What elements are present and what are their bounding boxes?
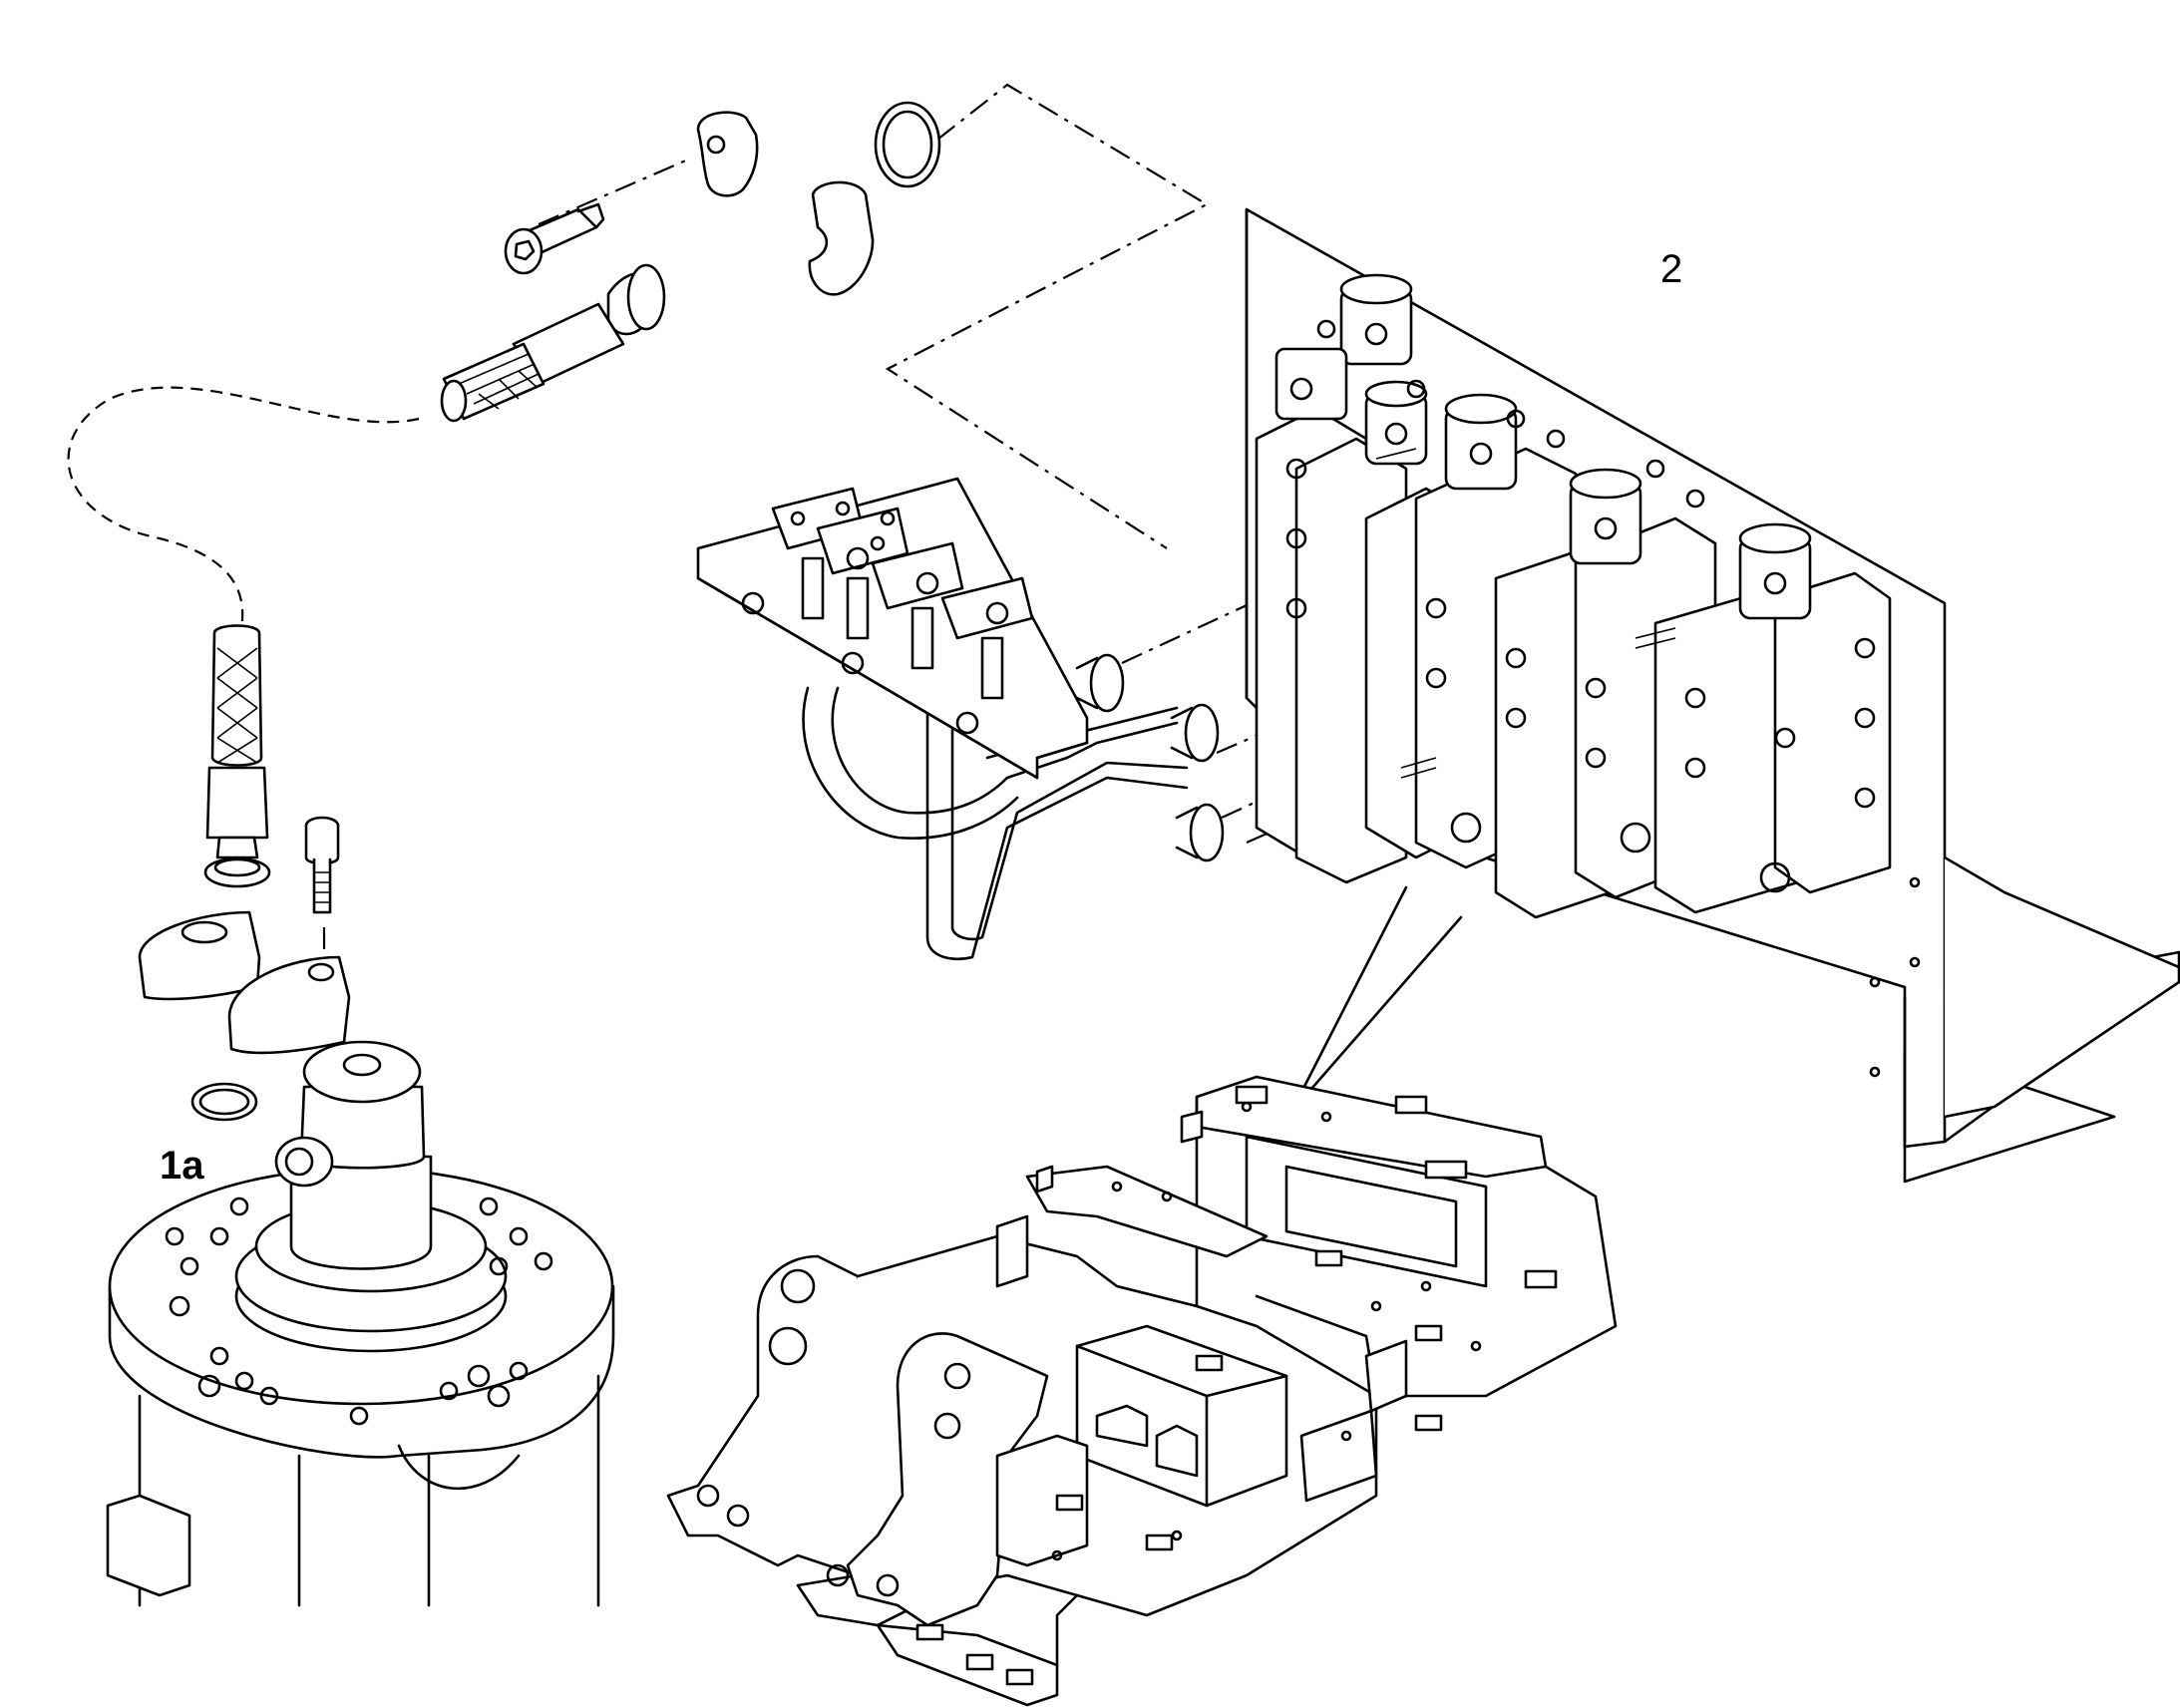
- upper-frame: [666, 1075, 1618, 1707]
- swivel-joint-assembly: [106, 1040, 615, 1607]
- control-valve-assembly: [1245, 207, 2180, 1184]
- upper-hose-fitting: [440, 101, 941, 423]
- callout-label-1a: 1a: [160, 1144, 204, 1188]
- callout-label-2: 2: [1660, 247, 1682, 291]
- lower-hose-fitting: [138, 624, 351, 1122]
- manifold-pipe-assembly: [696, 477, 1225, 961]
